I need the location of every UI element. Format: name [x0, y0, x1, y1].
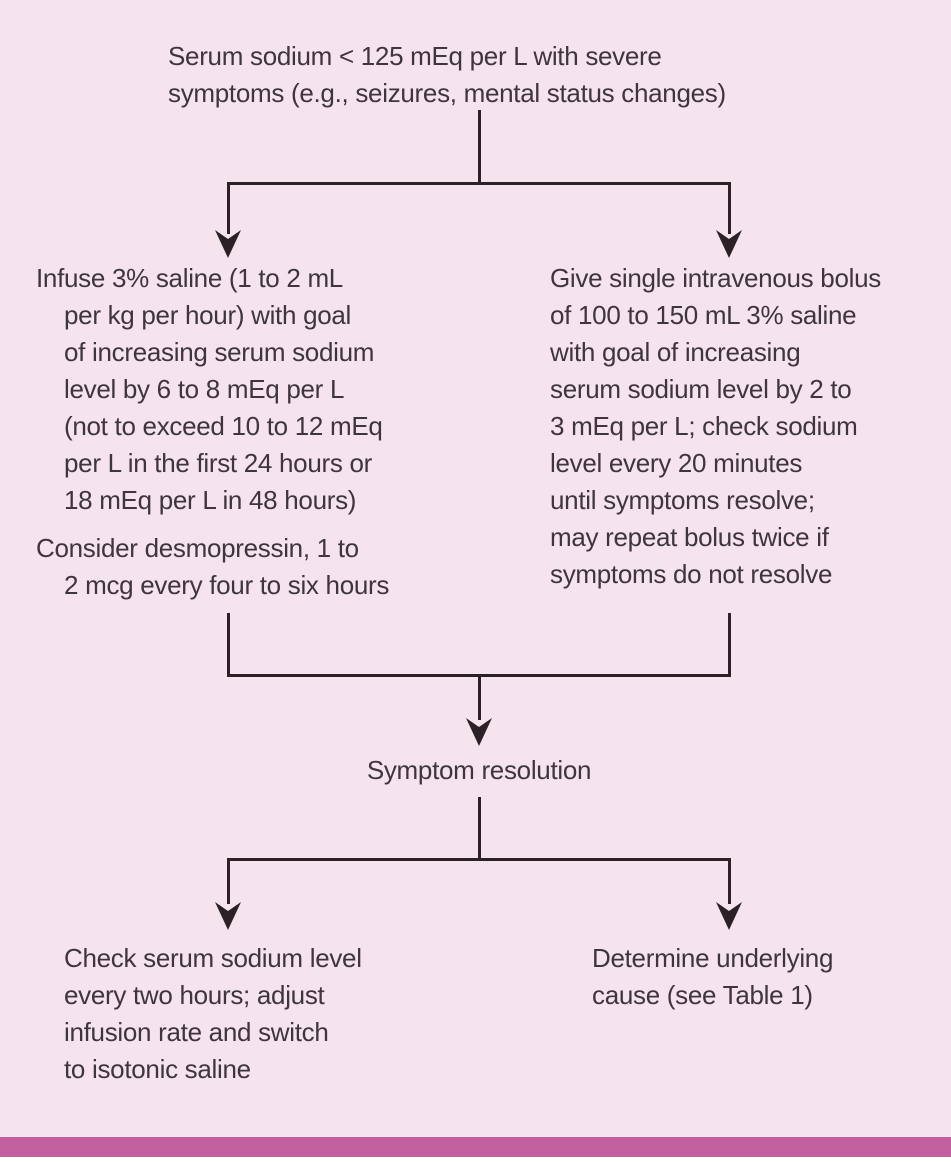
arrow-down-icon	[215, 902, 241, 930]
arrow-down-icon	[716, 902, 742, 930]
footer-strip	[0, 1157, 951, 1162]
arrow-down-icon	[716, 230, 742, 258]
node-symptom-resolution: Symptom resolution	[366, 755, 592, 785]
connector-merge-left-stem	[227, 613, 230, 677]
connector-start-stem	[478, 110, 481, 184]
connector-split2-right-drop	[728, 858, 731, 904]
node-start: Serum sodium < 125 mEq per L with severe…	[168, 41, 726, 108]
connector-merge-right-stem	[728, 613, 731, 677]
arrow-down-icon	[215, 230, 241, 258]
connector-split1-left-drop	[227, 182, 230, 234]
connector-split2-horizontal	[227, 858, 731, 861]
connector-split1-right-drop	[728, 182, 731, 234]
accent-bar	[0, 1137, 951, 1157]
connector-split2-stem	[478, 797, 481, 861]
connector-merge-center-stem	[478, 674, 481, 720]
connector-split2-left-drop	[227, 858, 230, 904]
arrow-down-icon	[466, 718, 492, 746]
connector-split1-horizontal	[227, 182, 731, 185]
